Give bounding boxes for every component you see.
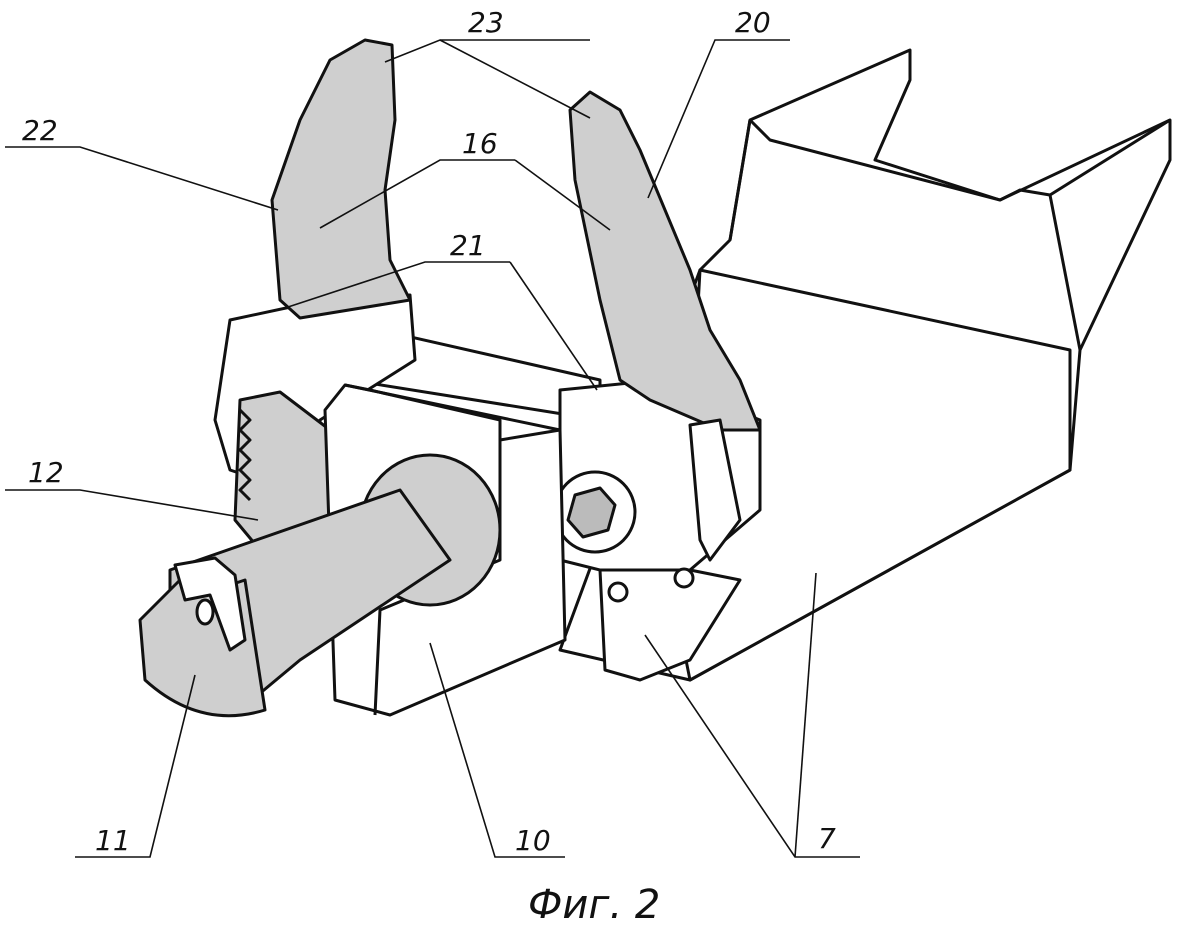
- label-16: 16: [462, 127, 498, 160]
- label-11: 11: [95, 824, 131, 857]
- label-10: 10: [515, 824, 551, 857]
- label-12: 12: [28, 456, 64, 489]
- figure-caption: Фиг. 2: [528, 882, 660, 927]
- label-7: 7: [818, 822, 836, 855]
- label-23: 23: [468, 6, 504, 39]
- label-21: 21: [450, 229, 486, 262]
- label-20: 20: [735, 6, 771, 39]
- label-22: 22: [22, 114, 58, 147]
